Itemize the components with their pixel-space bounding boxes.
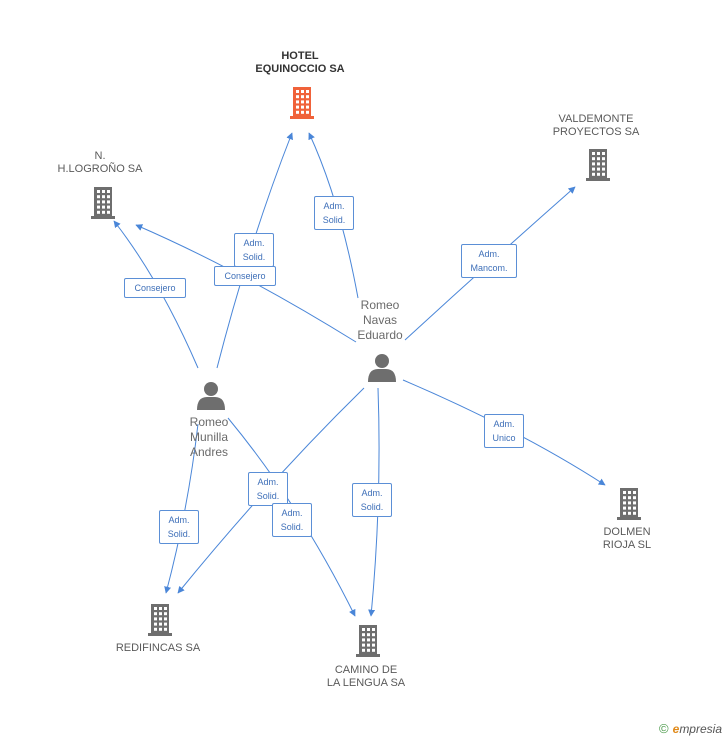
- edge-andres-redifincas: [164, 423, 199, 594]
- brand-name: mpresia: [679, 722, 722, 736]
- node-label-hotel[interactable]: HOTEL EQUINOCCIO SA: [255, 50, 345, 75]
- edge-label-andres-hotel[interactable]: Adm. Solid.: [234, 233, 274, 267]
- copyright-symbol: ©: [659, 721, 669, 736]
- node-label-dolmen[interactable]: DOLMEN RIOJA SL: [602, 526, 652, 551]
- camino-building-icon[interactable]: [356, 625, 380, 657]
- footer-brand[interactable]: ©empresia: [659, 721, 722, 736]
- node-label-camino[interactable]: CAMINO DE LA LENGUA SA: [326, 664, 406, 689]
- dolmen-building-icon[interactable]: [617, 488, 641, 520]
- edge-label-andres-redifincas[interactable]: Adm. Solid.: [159, 510, 199, 544]
- node-label-eduardo[interactable]: Romeo Navas Eduardo: [357, 298, 403, 342]
- edge-label-andres-camino[interactable]: Adm. Solid.: [272, 503, 312, 537]
- valdemonte-building-icon[interactable]: [586, 149, 610, 181]
- edge-label-eduardo-nlogrono[interactable]: Consejero: [214, 266, 276, 286]
- redifincas-building-icon[interactable]: [148, 604, 172, 636]
- edge-label-eduardo-valdemonte[interactable]: Adm. Mancom.: [461, 244, 517, 278]
- hotel-building-icon[interactable]: [290, 87, 314, 119]
- edge-label-eduardo-hotel[interactable]: Adm. Solid.: [314, 196, 354, 230]
- edge-label-eduardo-redifincas[interactable]: Adm. Solid.: [248, 472, 288, 506]
- node-label-andres[interactable]: Romeo Munilla Andres: [189, 415, 229, 459]
- edge-label-andres-nlogrono[interactable]: Consejero: [124, 278, 186, 298]
- nlogrono-building-icon[interactable]: [91, 187, 115, 219]
- brand-initial: e: [672, 722, 680, 736]
- node-label-nlogrono[interactable]: N. H.LOGROÑO SA: [57, 150, 143, 175]
- node-label-valdemonte[interactable]: VALDEMONTE PROYECTOS SA: [552, 113, 640, 138]
- edge-label-eduardo-camino[interactable]: Adm. Solid.: [352, 483, 392, 517]
- andres-person-icon[interactable]: [197, 382, 225, 410]
- edge-label-eduardo-dolmen[interactable]: Adm. Unico: [484, 414, 524, 448]
- node-label-redifincas[interactable]: REDIFINCAS SA: [115, 642, 201, 654]
- eduardo-person-icon[interactable]: [368, 354, 396, 382]
